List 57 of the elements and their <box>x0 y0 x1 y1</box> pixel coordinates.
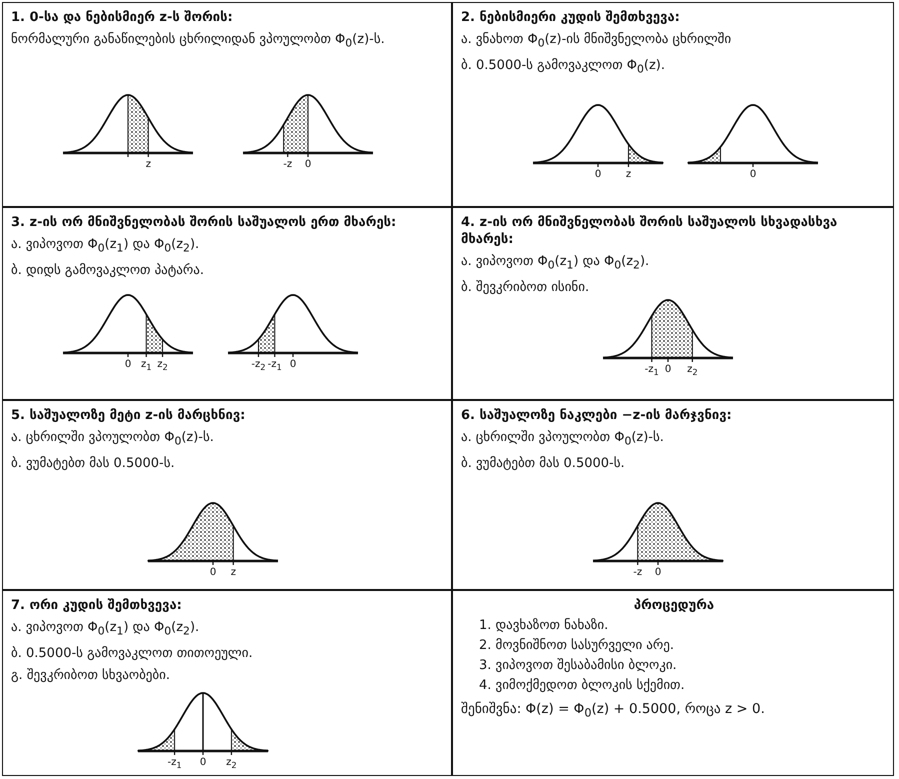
tick-label: -z$_{1}$ <box>268 359 282 373</box>
table-cell-frame <box>2 590 452 776</box>
tick-label: -z$_{1}$ <box>644 364 659 378</box>
step-text: ა. ვნახოთ Φ$_{0}$(z)-ის მნიშვნელობა ცხრილში <box>461 31 732 52</box>
tick-label: -z <box>633 567 642 578</box>
step-text: 2. მოვნიშნოთ სასურველი არე. <box>479 637 675 654</box>
tick-label: z$_{2}$ <box>157 359 168 373</box>
step-text: ბ. ვუმატებთ მას 0.5000-ს. <box>11 454 176 472</box>
step-text: ბ. დიდს გამოვაკლოთ პატარა. <box>11 262 205 279</box>
step-text: ბ. 0.5000-ს გამოვაკლოთ თითოეული. <box>11 644 254 662</box>
cell-heading: 2. ნებისმიერი კუდის შემთხვევა: <box>461 9 681 26</box>
tick-label: 0 <box>654 567 662 578</box>
tick-label: 0 <box>750 169 756 180</box>
tick-label: z <box>146 159 151 170</box>
step-text: გ. შევკრიბოთ სხვაობები. <box>11 666 172 684</box>
tick-label: -z$_{2}$ <box>251 359 266 373</box>
table-cell-frame <box>452 207 894 400</box>
tick-label: 0 <box>200 757 206 768</box>
step-text: ბ. 0.5000-ს გამოვაკლოთ Φ$_{0}$(z). <box>461 56 666 78</box>
tick-label: 0 <box>124 359 132 370</box>
cell-heading: 5. საშუალოზე მეტი z-ის მარცხნივ: <box>11 407 246 424</box>
cell-heading: 4. z-ის ორ მნიშვნელობას შორის საშუალოს სხვადასხვა მხარეს: <box>461 214 838 248</box>
tick-label: 0 <box>304 159 312 170</box>
step-text: ა. ვიპოვოთ Φ$_{0}$(z$_{1}$) და Φ$_{0}$(z$_{2}$). <box>11 619 200 640</box>
table-cell-frame <box>452 2 894 207</box>
tick-label: 0 <box>664 364 672 375</box>
table-cell-frame <box>452 400 894 590</box>
cell-heading: 6. საშუალოზე ნაკლები −z-ის მარჯვნივ: <box>461 407 733 424</box>
step-text: 3. ვიპოვოთ შესაბამისი ბლოკი. <box>479 657 678 674</box>
cell-heading: 3. z-ის ორ მნიშვნელობას შორის საშუალოს ერთ მხარეს: <box>11 214 398 231</box>
step-text: ა. ვიპოვოთ Φ$_{0}$(z$_{1}$) და Φ$_{0}$(z$_{2}$). <box>11 236 200 257</box>
tick-label: 0 <box>290 359 296 370</box>
cell-heading: 1. 0-სა და ნებისმიერ z-ს შორის: <box>11 9 234 26</box>
tick-label: 0 <box>210 567 216 578</box>
table-cell-frame <box>2 2 452 207</box>
table-cell-frame <box>452 590 894 776</box>
cell-heading: 7. ორი კუდის შემთხვევა: <box>11 597 183 614</box>
tick-label: z <box>626 169 632 180</box>
step-text: ბ. ვუმატებთ მას 0.5000-ს. <box>461 454 626 472</box>
step-text: ა. ცხრილში ვპოულობთ Φ$_{0}$(z)-ს. <box>461 429 665 450</box>
step-text: ბ. შევკრიბოთ ისინი. <box>461 278 590 296</box>
step-text: ა. ვიპოვოთ Φ$_{0}$(z$_{1}$) და Φ$_{0}$(z$_{2}$). <box>461 253 650 274</box>
step-text: 4. ვიმოქმედოთ ბლოკის სქემით. <box>479 677 686 694</box>
step-text: ნორმალური განაწილების ცხრილიდან ვპოულობთ Φ$_{0}$(z)-ს. <box>11 31 386 52</box>
tick-label: z$_{2}$ <box>226 757 237 771</box>
tick-label: 0 <box>594 169 602 180</box>
step-text: 1. დავხაზოთ ნახაზი. <box>479 617 610 634</box>
tick-label: z$_{1}$ <box>141 359 152 373</box>
note-text: შენიშვნა: Φ(z) = Φ$_{0}$(z) + 0.5000, როცა z > 0. <box>461 701 766 722</box>
table-cell-frame <box>2 207 452 400</box>
tick-label: -z <box>283 159 292 170</box>
table-cell-frame <box>2 400 452 590</box>
tick-label: z <box>230 567 236 578</box>
step-text: ა. ცხრილში ვპოულობთ Φ$_{0}$(z)-ს. <box>11 429 215 450</box>
tick-label: -z$_{1}$ <box>167 757 182 771</box>
cell-heading: პროცედურა <box>632 597 716 614</box>
tick-label: z$_{2}$ <box>687 364 698 378</box>
